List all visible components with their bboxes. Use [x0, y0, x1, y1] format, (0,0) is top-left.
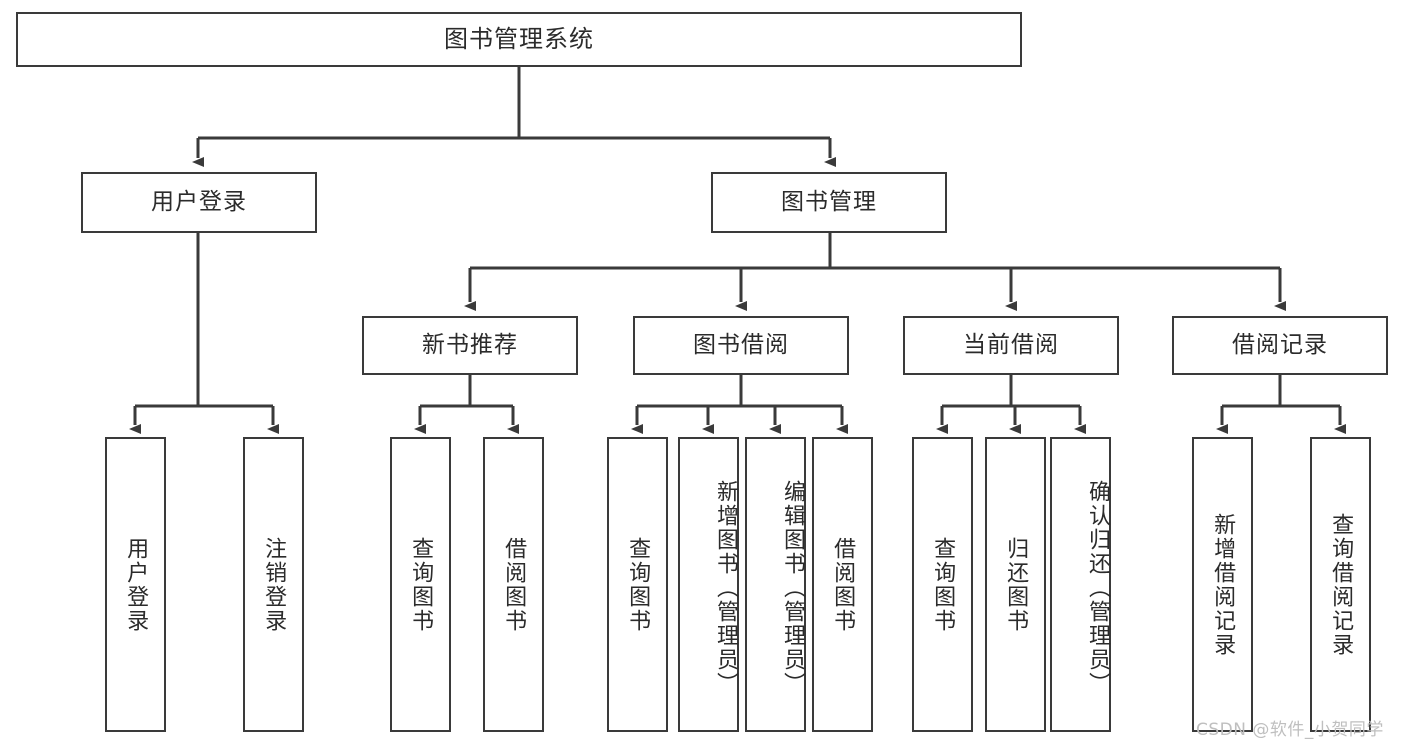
leaf-query-borrow-record[interactable]: 查询借阅记录	[1310, 437, 1371, 732]
leaf-return-book[interactable]: 归还图书	[985, 437, 1046, 732]
node-root[interactable]: 图书管理系统	[16, 12, 1022, 67]
leaf-query-book-newbook[interactable]: 查询图书	[390, 437, 451, 732]
leaf-query-book-current[interactable]: 查询图书	[912, 437, 973, 732]
watermark-csdn: CSDN @软件_小贺同学	[1196, 720, 1384, 740]
leaf-add-borrow-record[interactable]: 新增借阅记录	[1192, 437, 1253, 732]
leaf-borrow-book[interactable]: 借阅图书	[812, 437, 873, 732]
leaf-user-login[interactable]: 用户登录	[105, 437, 166, 732]
leaf-query-book-borrow[interactable]: 查询图书	[607, 437, 668, 732]
node-current-borrow[interactable]: 当前借阅	[903, 316, 1119, 375]
node-book-borrow[interactable]: 图书借阅	[633, 316, 849, 375]
leaf-logout[interactable]: 注销登录	[243, 437, 304, 732]
leaf-edit-book-admin[interactable]: 编辑图书（管理员）	[745, 437, 806, 732]
leaf-borrow-book-newbook[interactable]: 借阅图书	[483, 437, 544, 732]
node-book-management[interactable]: 图书管理	[711, 172, 947, 233]
leaf-confirm-return-admin[interactable]: 确认归还（管理员）	[1050, 437, 1111, 732]
leaf-add-book-admin[interactable]: 新增图书（管理员）	[678, 437, 739, 732]
node-borrow-record[interactable]: 借阅记录	[1172, 316, 1388, 375]
node-user-login[interactable]: 用户登录	[81, 172, 317, 233]
node-new-book-recommend[interactable]: 新书推荐	[362, 316, 578, 375]
